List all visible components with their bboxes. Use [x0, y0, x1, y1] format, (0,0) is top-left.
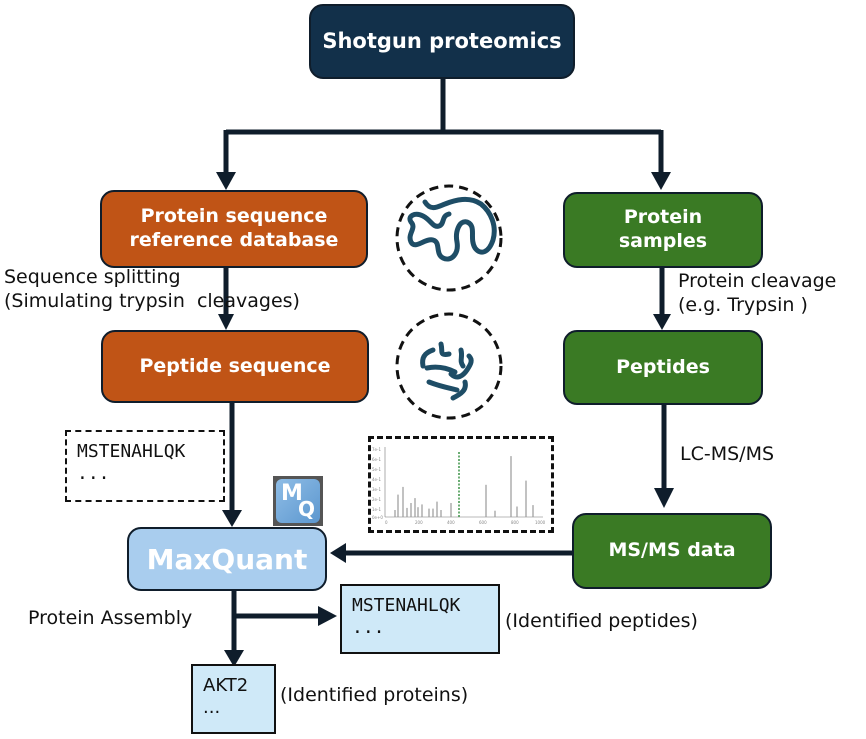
title-box: Shotgun proteomics	[309, 4, 575, 79]
identified-peptides-box: MSTENAHLQK ...	[340, 584, 500, 654]
sequence-splitting-label: Sequence splitting (Simulating trypsin c…	[4, 266, 300, 314]
database-line1: Protein sequence	[140, 205, 328, 228]
cleavage-label-line2: (e.g. Trypsin )	[678, 293, 808, 316]
identified-proteins-line2: ...	[203, 697, 221, 718]
cleaved-peptides-icon	[395, 312, 503, 420]
samples-line2: samples	[618, 230, 708, 252]
example-sequence-box: MSTENAHLQK ...	[65, 430, 225, 502]
arrowhead-cleavage	[653, 314, 671, 330]
arrowhead-splitting	[218, 314, 234, 330]
msms-data-text: MS/MS data	[608, 539, 736, 562]
protein-samples-box: Protein samples	[563, 192, 763, 268]
folded-protein-icon	[395, 184, 503, 292]
identified-proteins-box: AKT2 ...	[191, 664, 276, 734]
reference-database-box: Protein sequence reference database	[100, 190, 368, 268]
protein-assembly-label: Protein Assembly	[28, 607, 193, 629]
svg-text:1000: 1000	[535, 520, 546, 525]
arrowhead-msms-to-maxquant	[330, 543, 346, 563]
example-sequence-line2: ...	[77, 463, 110, 484]
svg-text:200: 200	[415, 520, 423, 525]
svg-text:2e-1: 2e-1	[372, 497, 381, 502]
svg-text:0e+0: 0e+0	[372, 515, 383, 520]
protein-cleavage-label: Protein cleavage (e.g. Trypsin )	[678, 270, 836, 318]
arrowhead-to-maxquant	[222, 510, 242, 527]
identified-peptides-line2: ...	[352, 617, 385, 638]
peptides-text: Peptides	[616, 355, 710, 378]
title-text: Shotgun proteomics	[322, 29, 562, 54]
spectrum-plot: 7e-1 6e-1 5e-1 4e-1 3e-1 2e-1 1e-1 0e+0 0 200 4…	[372, 447, 546, 525]
logo-m: M	[281, 481, 303, 506]
maxquant-text: MaxQuant	[146, 542, 308, 576]
lc-ms-ms-label: LC-MS/MS	[680, 443, 775, 465]
ms-spectrum-thumbnail: 7e-1 6e-1 5e-1 4e-1 3e-1 2e-1 1e-1 0e+0 0 200 4…	[368, 436, 554, 533]
svg-text:3e-1: 3e-1	[372, 487, 381, 492]
identified-proteins-label: (Identified proteins)	[280, 684, 469, 706]
arrowhead-lcms	[654, 488, 674, 508]
database-line2: reference database	[129, 229, 339, 251]
svg-text:6e-1: 6e-1	[372, 457, 381, 462]
svg-text:800: 800	[511, 520, 519, 525]
identified-peptides-line1: MSTENAHLQK	[352, 595, 461, 616]
logo-q: Q	[298, 497, 316, 521]
svg-text:1e-1: 1e-1	[372, 507, 381, 512]
svg-text:400: 400	[447, 520, 455, 525]
identified-proteins-line1: AKT2	[203, 675, 249, 696]
svg-text:4e-1: 4e-1	[372, 477, 381, 482]
samples-line1: Protein	[623, 206, 703, 229]
maxquant-logo: M Q	[273, 476, 323, 526]
arrowhead-to-proteins	[224, 650, 244, 667]
arrowhead-right-branch	[651, 172, 671, 190]
msms-data-box: MS/MS data	[572, 513, 772, 589]
peptide-sequence-box: Peptide sequence	[101, 330, 369, 403]
svg-text:5e-1: 5e-1	[372, 467, 381, 472]
identified-peptides-label: (Identified peptides)	[505, 610, 698, 632]
svg-text:600: 600	[479, 520, 487, 525]
peptides-box: Peptides	[563, 330, 763, 405]
splitting-label-line1: Sequence splitting	[4, 266, 181, 288]
arrowhead-to-peptides-output	[318, 606, 337, 626]
svg-text:7e-1: 7e-1	[372, 447, 381, 452]
maxquant-box: MaxQuant	[127, 527, 327, 591]
cleavage-label-line1: Protein cleavage	[678, 270, 837, 292]
peptide-sequence-text: Peptide sequence	[139, 354, 331, 377]
arrowhead-left-branch	[216, 172, 236, 190]
splitting-label-line2: (Simulating trypsin cleavages)	[4, 289, 300, 312]
svg-text:0: 0	[385, 520, 388, 525]
example-sequence-line1: MSTENAHLQK	[77, 441, 186, 462]
